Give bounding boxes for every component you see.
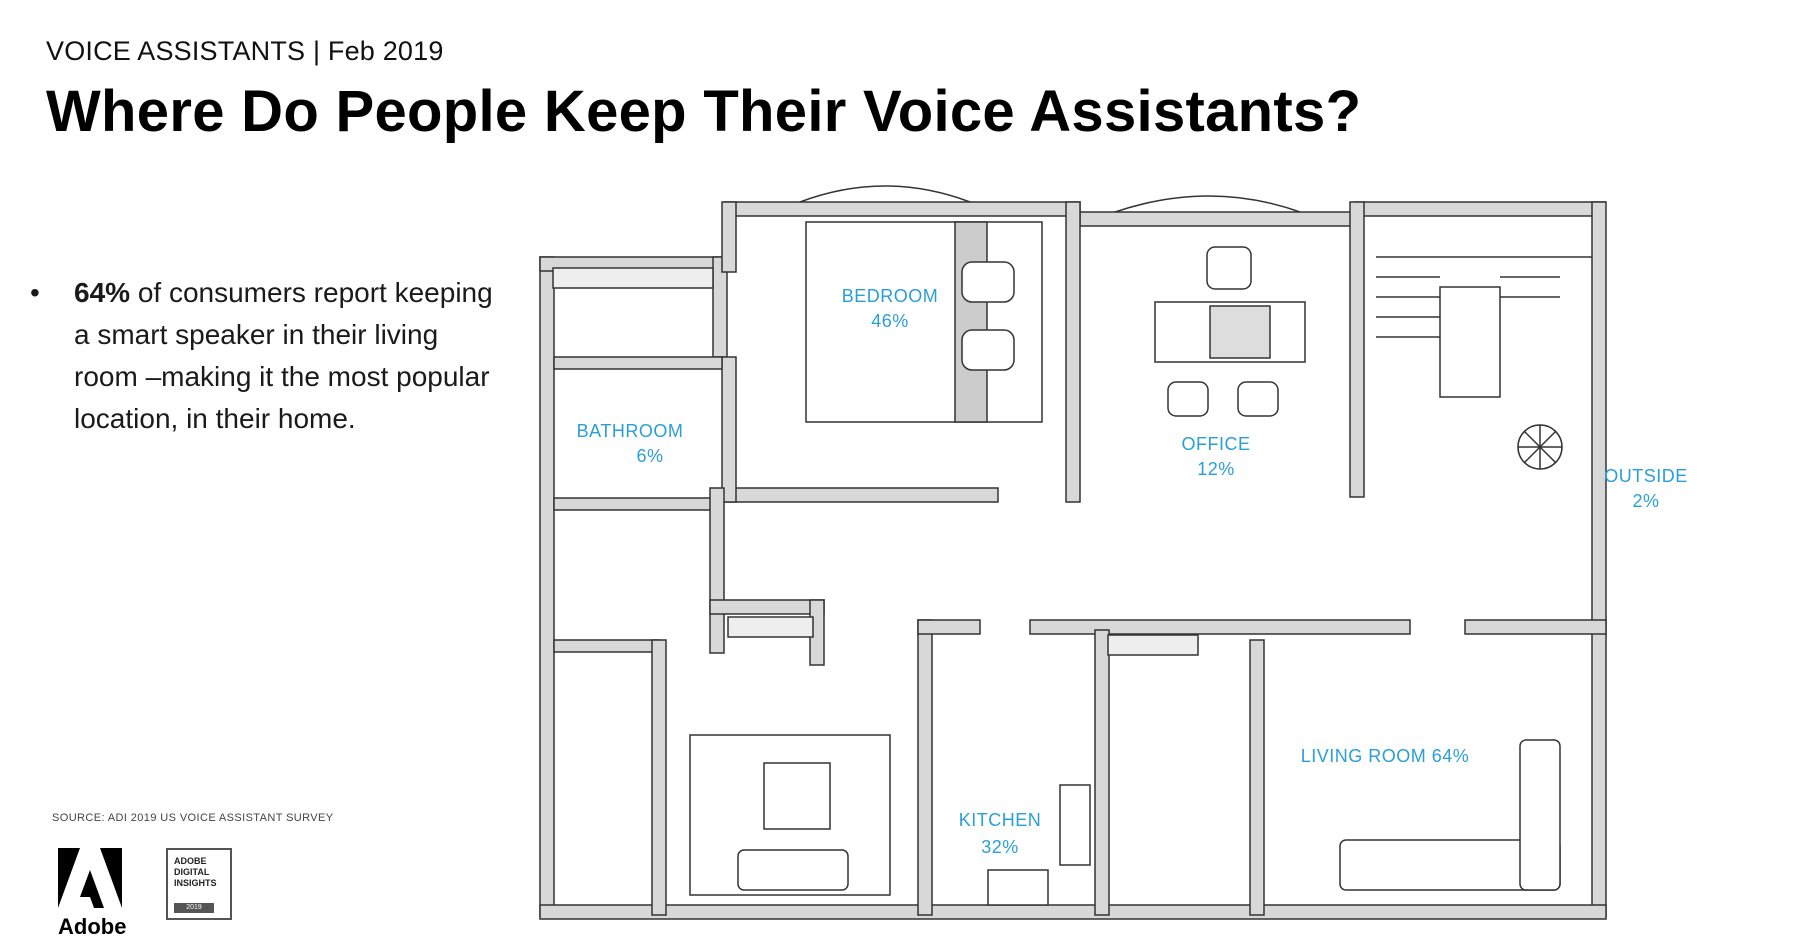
bullet-text: 64% of consumers report keeping a smart … [74,272,494,440]
walls [539,201,1607,920]
label-bedroom-value: 46% [871,311,909,331]
bullet-highlight: 64% [74,277,131,308]
page-title: Where Do People Keep Their Voice Assista… [46,79,1362,144]
desk-icon [1154,246,1306,417]
source-note: SOURCE: ADI 2019 US VOICE ASSISTANT SURV… [52,812,334,824]
label-office-name: OFFICE [1182,434,1251,454]
sofa-icon [689,734,1561,896]
label-kitchen-name: KITCHEN [959,810,1042,830]
label-kitchen-value: 32% [981,837,1019,857]
kitchen-counter-icon [987,784,1091,906]
label-bedroom-name: BEDROOM [842,286,939,306]
badge-line-2: DIGITAL [174,867,210,877]
room-labels: BEDROOM 46% BATHROOM 6% OFFICE 12% OUTSI… [577,286,1688,857]
label-living-room: LIVING ROOM 64% [1301,746,1470,766]
badge-line-1: ADOBE [174,856,207,866]
label-bathroom-name: BATHROOM [577,421,684,441]
badge-year: 2019 [174,903,214,913]
label-outside-value: 2% [1632,491,1659,511]
bullet-dot: • [30,277,40,308]
label-outside-name: OUTSIDE [1604,466,1688,486]
adobe-wordmark: Adobe [58,914,127,939]
plant-icon [1517,424,1563,470]
eyebrow: VOICE ASSISTANTS | Feb 2019 [46,36,444,66]
stairs-icon [1376,256,1592,398]
label-bathroom-value: 6% [636,446,663,466]
adobe-logo-icon [58,848,122,908]
bullet-body: of consumers report keeping a smart spea… [74,277,493,434]
bed-icon [805,221,1043,423]
badge-line-3: INSIGHTS [174,878,217,888]
window-bays [552,185,1301,656]
label-office-value: 12% [1197,459,1235,479]
adi-badge-icon: ADOBE DIGITAL INSIGHTS 2019 [166,848,232,920]
